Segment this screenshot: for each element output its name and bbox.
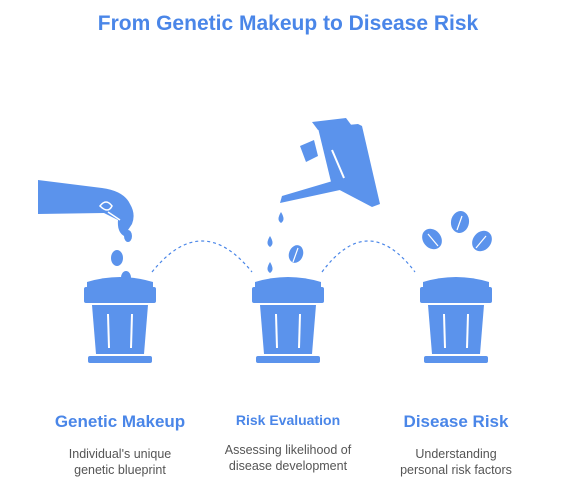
water-drop-icon bbox=[267, 212, 284, 273]
connector-arc-1 bbox=[151, 240, 253, 273]
step-title: Risk Evaluation bbox=[235, 412, 341, 428]
step-disease-risk: Disease Risk Understanding personal risk… bbox=[361, 412, 551, 478]
pot-icon-disease bbox=[419, 276, 493, 364]
connector-arc-2 bbox=[321, 240, 416, 273]
step-genetic-makeup: Genetic Makeup Individual's unique genet… bbox=[25, 412, 215, 478]
watering-can-icon bbox=[280, 118, 380, 207]
leaf-icon bbox=[422, 211, 492, 252]
step-description-line: Understanding bbox=[415, 447, 497, 461]
seed-icon bbox=[111, 230, 132, 285]
step-description-line: personal risk factors bbox=[400, 463, 512, 477]
sprout-icon bbox=[288, 245, 304, 263]
step-description-line: Individual's unique bbox=[68, 447, 172, 461]
step-title: Disease Risk bbox=[403, 412, 509, 431]
pot-icon-genetic bbox=[83, 276, 157, 364]
step-title: Genetic Makeup bbox=[54, 412, 186, 431]
step-description-line: disease development bbox=[228, 459, 348, 473]
step-description-line: genetic blueprint bbox=[74, 463, 166, 477]
pot-icon-evaluation bbox=[251, 276, 325, 364]
page-title: From Genetic Makeup to Disease Risk bbox=[97, 12, 479, 35]
step-risk-evaluation: Risk Evaluation Assessing likelihood of … bbox=[193, 412, 383, 474]
hand-icon bbox=[38, 180, 134, 236]
step-description-line: Assessing likelihood of bbox=[224, 443, 352, 457]
